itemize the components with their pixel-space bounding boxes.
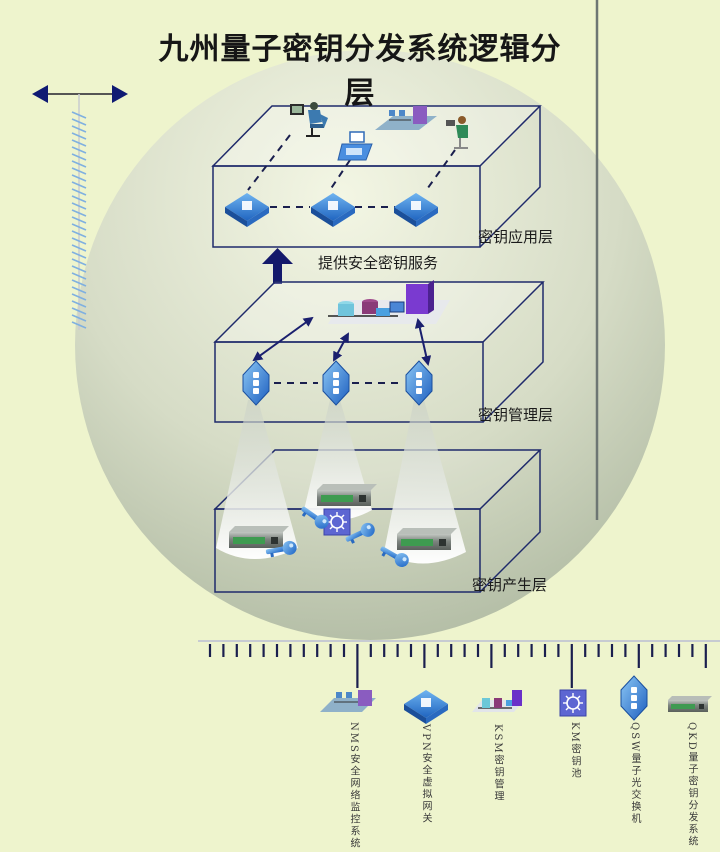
hatch-mark [71,237,87,245]
hatch-mark [71,216,87,224]
hatch-mark [71,139,87,147]
up-arrow-icon [262,248,293,284]
hatch-mark [71,111,87,119]
legend-label-nms: NMS安全网络监控系统 [348,722,359,850]
layer-label-management: 密钥管理层 [478,406,554,424]
hatch-mark [71,188,87,196]
hatch-mark [71,286,87,294]
hatch-mark [71,251,87,259]
service-label: 提供安全密钥服务 [318,254,439,272]
hatch-mark [71,125,87,133]
hatch-mark [71,314,87,322]
qkd-server-2[interactable] [317,484,377,506]
layer-label-application: 密钥应用层 [478,228,554,246]
hatch-mark [71,153,87,161]
hatch-mark [71,118,87,126]
arrow-right-icon [112,85,128,103]
hatch-mark [71,132,87,140]
hatch-mark [71,230,87,238]
hatch-mark [71,279,87,287]
hatch-mark [71,195,87,203]
legend-qsw-switch-icon [620,675,648,721]
beam-1 [216,400,298,559]
legend-km-key-pool-icon [559,689,587,717]
user-workstation-icon[interactable] [290,102,328,137]
legend-vpn-gateway-icon [404,690,448,724]
hatch-mark [71,202,87,210]
hatch-mark [71,167,87,175]
hatch-mark [71,181,87,189]
legend-label-qkd: QKD量子密钥分发系统 [686,722,697,848]
hatch-mark [71,146,87,154]
legend-nms-network-icon [320,690,376,712]
hatch-mark [71,160,87,168]
legend-label-qsw: QSW量子光交换机 [629,722,640,826]
legend-qkd-server-icon [668,696,712,712]
hatch-mark [71,307,87,315]
legend-label-vpn: VPN安全虚拟网关 [420,724,431,825]
hatch-mark [71,300,87,308]
beam-3 [384,400,466,564]
laptop-user-icon[interactable] [446,116,468,149]
legend-label-km: KM密钥池 [569,722,580,780]
arrow-left-icon [32,85,48,103]
legend-ksm-key-management-icon [472,690,524,712]
hatch-mark [71,321,87,329]
fax-terminal-icon[interactable] [337,131,373,161]
application-links [247,134,456,208]
network-monitor-icon[interactable] [375,106,437,130]
ksm-key-management-icon[interactable] [328,280,450,324]
legend-label-ksm: KSM密钥管理 [492,724,503,803]
page-title: 九州量子密钥分发系统逻辑分层 [158,32,562,111]
background-sphere [75,50,665,640]
hatch-mark [71,258,87,266]
hatch-mark [71,223,87,231]
management-links [252,316,432,366]
qkd-server-1[interactable] [229,526,289,548]
hatch-mark [71,244,87,252]
left-scale-indicator [32,85,128,330]
hatch-mark [71,209,87,217]
hatch-mark [71,293,87,301]
qkd-server-3[interactable] [397,528,457,550]
hatch-mark [71,272,87,280]
scale-ticks [208,644,707,688]
layer-label-generation: 密钥产生层 [472,576,548,594]
hatch-mark [71,265,87,273]
hatch-mark [71,174,87,182]
